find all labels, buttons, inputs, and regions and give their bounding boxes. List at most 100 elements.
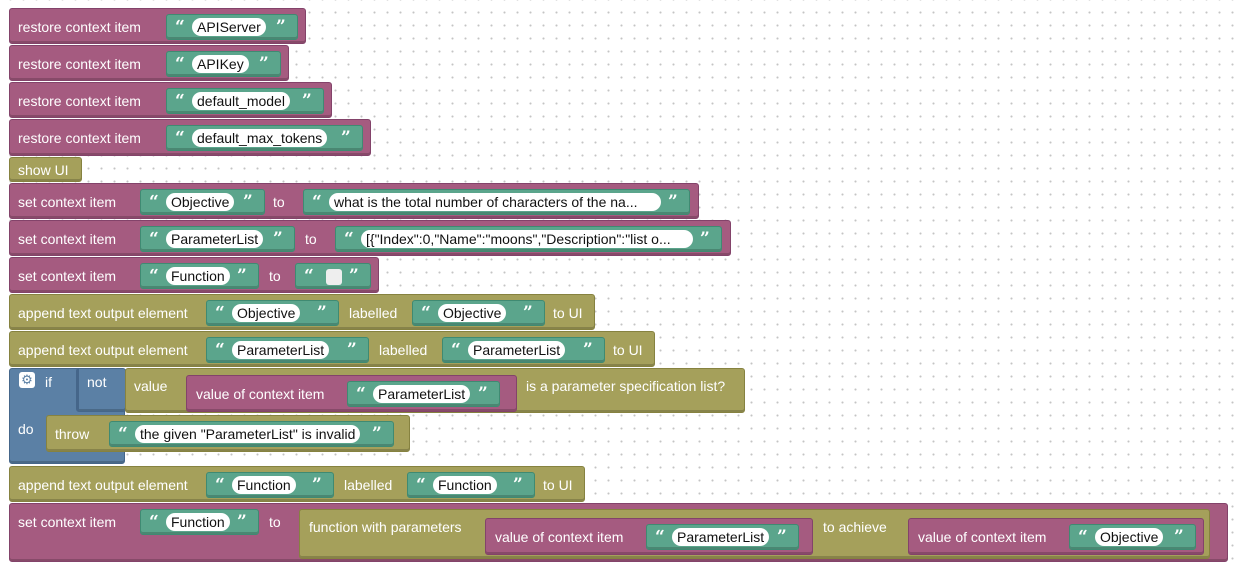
set-context-block-function[interactable]: set context item “ Function ” to “ ” — [9, 257, 379, 293]
show-ui-block[interactable]: show UI — [9, 157, 82, 182]
text-block-default-model[interactable]: “ default_model ” — [166, 88, 324, 114]
close-quote-icon: ” — [341, 128, 351, 148]
text-field-function-label[interactable]: Function — [433, 476, 497, 494]
value-of-context-block-objective[interactable]: value of context item “ Objective ” — [908, 518, 1204, 555]
text-block-objective-element[interactable]: “ Objective ” — [206, 300, 339, 326]
do-label: do — [18, 421, 34, 437]
value-of-context-block[interactable]: value of context item “ ParameterList ” — [186, 375, 517, 412]
open-quote-icon: “ — [344, 229, 354, 249]
text-block-final-objective[interactable]: “ Objective ” — [1069, 524, 1196, 550]
text-block-parameterlist-ctx[interactable]: “ ParameterList ” — [347, 381, 500, 407]
text-field-parameterlist-key[interactable]: ParameterList — [166, 230, 264, 248]
set-context-label: set context item — [18, 514, 117, 530]
value-of-context-label: value of context item — [918, 529, 1047, 545]
restore-context-label: restore context item — [18, 130, 141, 146]
close-quote-icon: ” — [777, 527, 787, 547]
check-suffix-label: is a parameter specification list? — [526, 378, 726, 394]
text-field-default-max-tokens[interactable]: default_max_tokens — [192, 129, 328, 147]
append-text-output-block-function[interactable]: append text output element “ Function ” … — [9, 466, 585, 502]
text-field-objective-element[interactable]: Objective — [232, 304, 301, 322]
open-quote-icon: “ — [356, 384, 366, 404]
open-quote-icon: “ — [149, 192, 159, 212]
text-field-parameterlist-value[interactable]: [{"Index":0,"Name":"moons","Description"… — [361, 230, 693, 248]
text-field-apikey[interactable]: APIKey — [192, 55, 249, 73]
text-block-objective-label[interactable]: “ Objective ” — [412, 300, 545, 326]
open-quote-icon: “ — [304, 266, 314, 286]
function-with-parameters-block[interactable]: function with parameters value of contex… — [299, 509, 1210, 559]
set-context-block-objective[interactable]: set context item “ Objective ” to “ what… — [9, 183, 699, 219]
text-field-parameterlist-label[interactable]: ParameterList — [468, 341, 566, 359]
text-block-throw-message[interactable]: “ the given "ParameterList" is invalid ” — [109, 421, 394, 447]
restore-context-label: restore context item — [18, 19, 141, 35]
labelled-label: labelled — [344, 477, 393, 493]
open-quote-icon: “ — [215, 340, 225, 360]
restore-context-block-apiserver[interactable]: restore context item “ APIServer ” — [9, 8, 306, 44]
text-field-objective-label[interactable]: Objective — [438, 304, 507, 322]
to-ui-label: to UI — [543, 477, 573, 493]
throw-block[interactable]: throw “ the given "ParameterList" is inv… — [46, 415, 410, 452]
close-quote-icon: ” — [273, 229, 283, 249]
show-ui-label: show UI — [18, 162, 69, 178]
empty-text-field[interactable] — [326, 269, 342, 285]
restore-context-block-default-max-tokens[interactable]: restore context item “ default_max_token… — [9, 119, 371, 156]
text-block-parameterlist-value[interactable]: “ [{"Index":0,"Name":"moons","Descriptio… — [335, 226, 722, 252]
value-of-context-block-parameterlist[interactable]: value of context item “ ParameterList ” — [485, 518, 813, 555]
text-field-function-final-key[interactable]: Function — [166, 513, 230, 531]
text-block-objective-key[interactable]: “ Objective ” — [140, 189, 265, 215]
not-block[interactable]: not — [76, 368, 126, 412]
append-text-output-block-objective[interactable]: append text output element “ Objective ”… — [9, 294, 595, 330]
set-context-label: set context item — [18, 231, 117, 247]
text-field-objective-key[interactable]: Objective — [166, 193, 235, 211]
restore-context-block-default-model[interactable]: restore context item “ default_model ” — [9, 82, 332, 118]
is-parameter-spec-block[interactable]: value value of context item “ ParameterL… — [125, 368, 745, 413]
close-quote-icon: ” — [237, 512, 247, 532]
append-text-output-block-parameterlist[interactable]: append text output element “ ParameterLi… — [9, 331, 655, 367]
append-text-output-label: append text output element — [18, 342, 188, 358]
open-quote-icon: “ — [451, 340, 461, 360]
text-block-apiserver[interactable]: “ APIServer ” — [166, 14, 298, 40]
set-context-block-parameterlist[interactable]: set context item “ ParameterList ” to “ … — [9, 220, 731, 256]
text-block-function-key[interactable]: “ Function ” — [140, 263, 259, 289]
close-quote-icon: ” — [668, 192, 678, 212]
text-block-objective-value[interactable]: “ what is the total number of characters… — [303, 189, 690, 215]
text-field-apiserver[interactable]: APIServer — [192, 18, 266, 36]
text-block-default-max-tokens[interactable]: “ default_max_tokens ” — [166, 125, 363, 151]
to-ui-label: to UI — [553, 305, 583, 321]
append-text-output-label: append text output element — [18, 477, 188, 493]
open-quote-icon: “ — [416, 475, 426, 495]
close-quote-icon: ” — [583, 340, 593, 360]
open-quote-icon: “ — [149, 266, 159, 286]
text-block-final-parameterlist[interactable]: “ ParameterList ” — [646, 524, 799, 550]
text-field-throw-message[interactable]: the given "ParameterList" is invalid — [135, 425, 361, 443]
text-field-final-parameterlist[interactable]: ParameterList — [672, 528, 770, 546]
text-field-objective-value[interactable]: what is the total number of characters o… — [329, 193, 661, 211]
text-field-parameterlist-element[interactable]: ParameterList — [232, 341, 330, 359]
close-quote-icon: ” — [276, 17, 286, 37]
close-quote-icon: ” — [317, 303, 327, 323]
labelled-label: labelled — [379, 342, 428, 358]
gear-icon[interactable]: ⚙ — [19, 372, 35, 388]
close-quote-icon: ” — [237, 266, 247, 286]
set-context-block-function-final[interactable]: set context item “ Function ” to functio… — [9, 503, 1228, 562]
labelled-label: labelled — [349, 305, 398, 321]
close-quote-icon: ” — [523, 303, 533, 323]
restore-context-block-apikey[interactable]: restore context item “ APIKey ” — [9, 45, 289, 81]
text-field-default-model[interactable]: default_model — [192, 92, 290, 110]
open-quote-icon: “ — [175, 91, 185, 111]
text-block-function-value[interactable]: “ ” — [295, 263, 371, 289]
text-block-parameterlist-element[interactable]: “ ParameterList ” — [206, 337, 369, 363]
text-field-final-objective[interactable]: Objective — [1095, 528, 1164, 546]
text-block-parameterlist-label[interactable]: “ ParameterList ” — [442, 337, 605, 363]
open-quote-icon: “ — [312, 192, 322, 212]
text-field-function-element[interactable]: Function — [232, 476, 296, 494]
text-block-parameterlist-key[interactable]: “ ParameterList ” — [140, 226, 295, 252]
close-quote-icon: ” — [349, 266, 359, 286]
text-block-function-label[interactable]: “ Function ” — [407, 472, 535, 498]
text-field-parameterlist-ctx[interactable]: ParameterList — [373, 385, 471, 403]
text-block-function-element[interactable]: “ Function ” — [206, 472, 334, 498]
to-label: to — [273, 194, 285, 210]
text-block-function-final-key[interactable]: “ Function ” — [140, 509, 259, 535]
text-block-apikey[interactable]: “ APIKey ” — [166, 51, 281, 77]
close-quote-icon: ” — [513, 475, 523, 495]
text-field-function-key[interactable]: Function — [166, 267, 230, 285]
